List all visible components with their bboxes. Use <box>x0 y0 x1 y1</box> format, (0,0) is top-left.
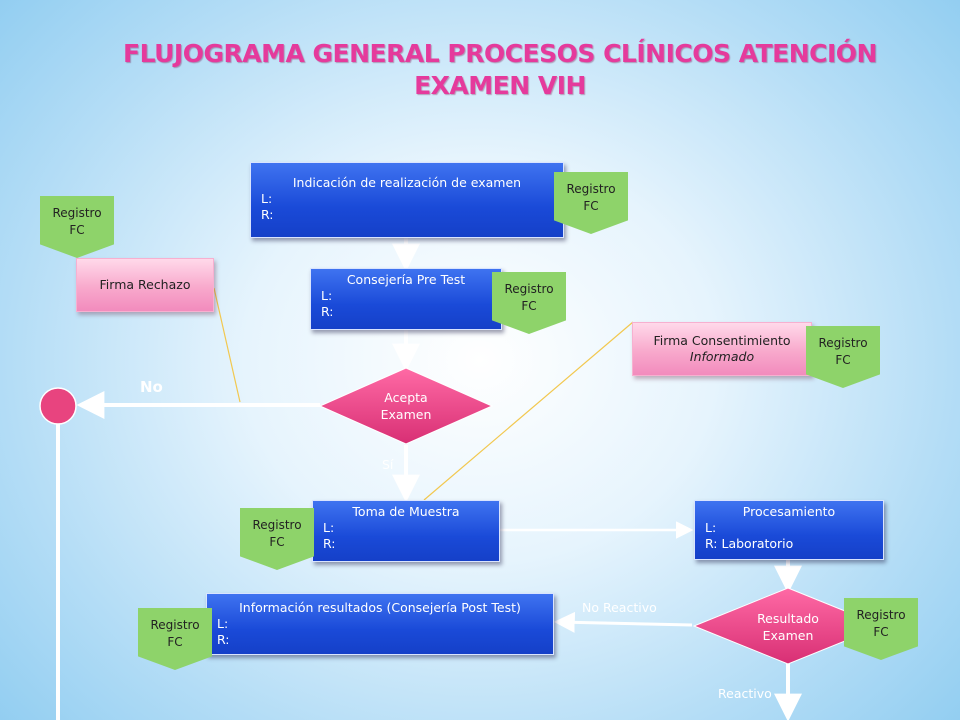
registro-fc-line-1: Registro <box>252 518 302 532</box>
node-toma-muestra-r: R: <box>323 536 336 551</box>
link-firma-consentimiento <box>423 321 634 501</box>
registro-fc-line-1: Registro <box>818 336 868 350</box>
node-procesamiento-l: L: <box>705 520 717 535</box>
node-informacion-resultados: Información resultados (Consejería Post … <box>206 593 554 655</box>
node-firma-rechazo: Firma Rechazo <box>76 258 214 312</box>
registro-fc-tag: Registro FC <box>138 608 212 670</box>
registro-fc-line-2: FC <box>835 353 851 367</box>
node-indicacion-l: L: <box>261 191 273 206</box>
firma-rechazo-text: Firma Rechazo <box>99 277 191 292</box>
registro-fc-tag: Registro FC <box>240 508 314 570</box>
decision-acepta-line-1: Acepta <box>384 390 428 405</box>
node-toma-muestra-l: L: <box>323 520 335 535</box>
decision-resultado-line-2: Examen <box>762 628 814 643</box>
node-consejeria-pre-title: Consejería Pre Test <box>346 272 466 287</box>
title-line-2: EXAMEN VIH <box>414 71 586 100</box>
node-procesamiento: Procesamiento L: R: Laboratorio <box>694 500 884 560</box>
node-consejeria-pre-r: R: <box>321 304 334 319</box>
firma-consentimiento-line-1: Firma Consentimiento <box>653 333 791 348</box>
label-reactivo: Reactivo <box>718 686 772 701</box>
node-toma-muestra-title: Toma de Muestra <box>352 504 460 519</box>
title-line-1: FLUJOGRAMA GENERAL PROCESOS CLÍNICOS ATE… <box>123 39 877 68</box>
registro-fc-line-2: FC <box>269 535 285 549</box>
decision-resultado-line-1: Resultado <box>757 611 819 626</box>
decision-acepta-label: Acepta Examen <box>356 389 456 423</box>
registro-fc-line-2: FC <box>167 635 183 649</box>
registro-fc-line-2: FC <box>521 299 537 313</box>
registro-fc-line-2: FC <box>69 223 85 237</box>
node-informacion-l: L: <box>217 616 229 631</box>
registro-fc-tag: Registro FC <box>844 598 918 660</box>
label-no-reactivo: No Reactivo <box>582 600 657 615</box>
registro-fc-line-2: FC <box>583 199 599 213</box>
node-indicacion-title: Indicación de realización de examen <box>292 175 522 190</box>
registro-fc-line-2: FC <box>873 625 889 639</box>
label-no: No <box>140 378 163 396</box>
node-consejeria-pre-l: L: <box>321 288 333 303</box>
decision-acepta-shape <box>318 367 494 445</box>
node-informacion-title: Información resultados (Consejería Post … <box>239 600 521 615</box>
decision-resultado-label: Resultado Examen <box>738 610 838 644</box>
decision-acepta-line-2: Examen <box>380 407 432 422</box>
node-procesamiento-title: Procesamiento <box>742 504 836 519</box>
arrow-resultado-informacion <box>553 611 693 633</box>
page-title: FLUJOGRAMA GENERAL PROCESOS CLÍNICOS ATE… <box>100 38 900 102</box>
node-indicacion: Indicación de realización de examen L: R… <box>250 162 564 238</box>
node-procesamiento-r: R: Laboratorio <box>705 536 794 551</box>
node-toma-muestra: Toma de Muestra L: R: <box>312 500 500 562</box>
registro-fc-line-1: Registro <box>856 608 906 622</box>
firma-consentimiento-line-2: Informado <box>689 349 755 364</box>
label-si: Sí <box>382 457 394 472</box>
registro-fc-line-1: Registro <box>566 182 616 196</box>
node-firma-consentimiento: Firma Consentimiento Informado <box>632 322 812 376</box>
registro-fc-line-1: Registro <box>52 206 102 220</box>
registro-fc-line-1: Registro <box>150 618 200 632</box>
registro-fc-tag: Registro FC <box>554 172 628 234</box>
node-consejeria-pre: Consejería Pre Test L: R: <box>310 268 502 330</box>
node-informacion-r: R: <box>217 632 230 647</box>
terminal-node <box>39 387 77 425</box>
registro-fc-tag: Registro FC <box>492 272 566 334</box>
registro-fc-tag: Registro FC <box>806 326 880 388</box>
registro-fc-tag: Registro FC <box>40 196 114 258</box>
registro-fc-line-1: Registro <box>504 282 554 296</box>
link-firma-rechazo <box>213 287 241 403</box>
node-indicacion-r: R: <box>261 207 274 222</box>
